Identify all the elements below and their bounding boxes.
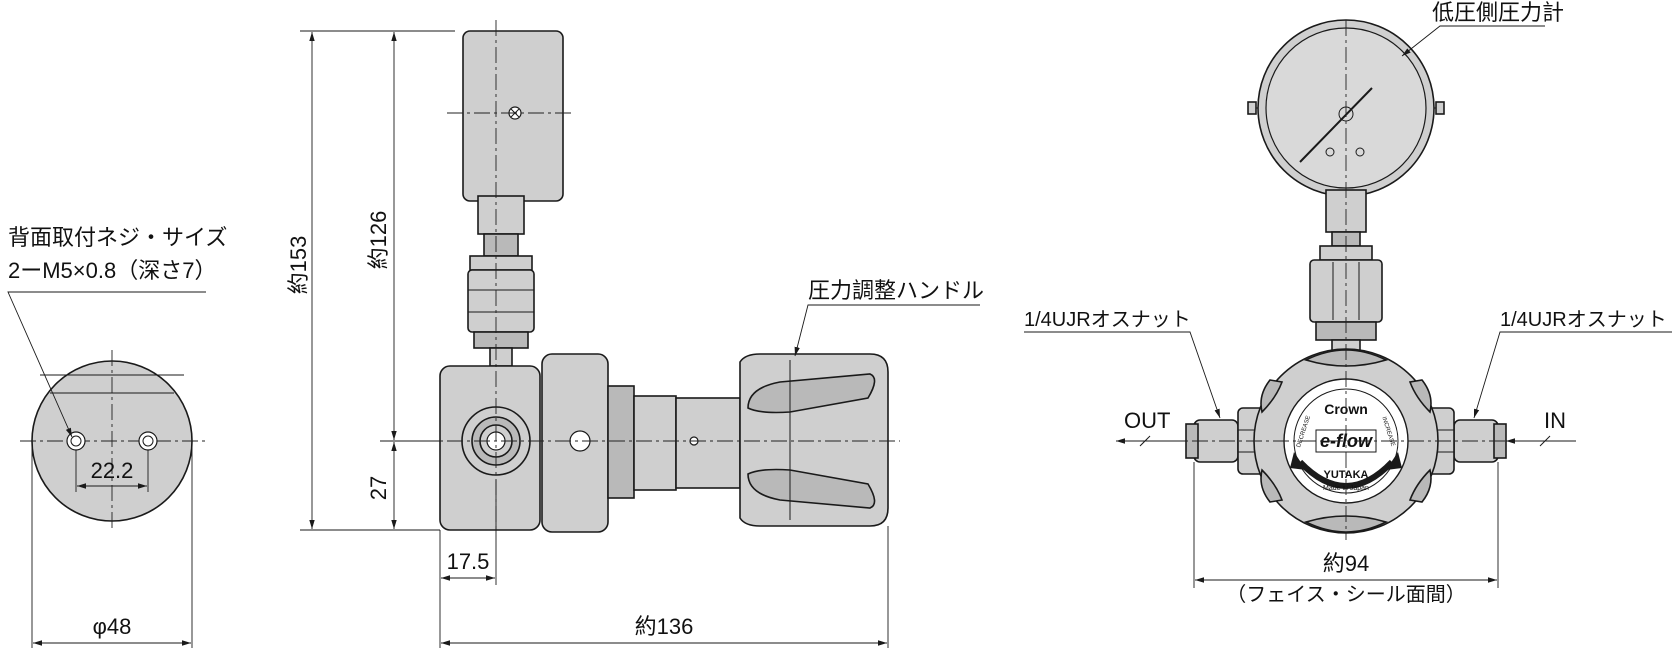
out-label: OUT	[1124, 408, 1170, 433]
front-gauge-lug-right	[1435, 101, 1445, 115]
dim-22-label: 22.2	[91, 458, 134, 483]
side-gauge-stem	[483, 233, 519, 257]
handle-leader	[794, 304, 980, 357]
front-bonnet-notch-bottom	[1303, 515, 1389, 533]
side-gauge-neck	[477, 195, 525, 235]
side-gauge-base	[473, 331, 529, 349]
nut-right-label: 1/4UJRオスナット	[1500, 309, 1667, 331]
dim-27-label: 27	[366, 476, 391, 500]
nut-right-leader	[1473, 331, 1672, 419]
dim-phi48-label: φ48	[93, 614, 132, 639]
front-gauge-lug-left	[1247, 101, 1257, 115]
front-gauge-dot-right	[1355, 147, 1365, 157]
front-bonnet-notch-ul	[1260, 379, 1284, 414]
rear-screw-hole-left	[66, 431, 86, 451]
side-bonnet-thread	[633, 395, 677, 491]
face-seal-label: （フェイス・シール面間）	[1226, 583, 1465, 606]
side-bonnet-ring	[607, 385, 635, 499]
in-label: IN	[1544, 408, 1566, 433]
out-break	[1139, 435, 1151, 447]
rear-mount-label: 背面取付ネジ・サイズ	[8, 225, 227, 250]
rear-screw-hole-left-inner	[70, 435, 82, 447]
front-gauge-dot-left	[1325, 147, 1335, 157]
front-bonnet-notch-ll	[1260, 468, 1284, 503]
side-shaft	[675, 397, 741, 489]
dim-126-label: 約126	[366, 211, 391, 270]
side-view: 約153 約126 27 17.5 約136 圧力調整ハンドル	[286, 20, 984, 648]
front-view: Crown e-flow YUTAKA Made in Japan DECREA…	[1024, 0, 1672, 606]
nut-left-leader	[1024, 331, 1221, 419]
nut-left-label: 1/4UJRオスナット	[1024, 309, 1191, 331]
dim-17-label: 17.5	[447, 549, 490, 574]
front-gauge-needle	[1299, 87, 1373, 163]
front-bonnet-notch-ur	[1408, 379, 1432, 414]
rear-mount-leader	[7, 291, 206, 438]
rear-view: 背面取付ネジ・サイズ 2ーM5×0.8（深さ7） 22.2 φ48	[7, 225, 227, 648]
dial-logo: e-flow	[1320, 431, 1373, 451]
rear-mount-spec: 2ーM5×0.8（深さ7）	[8, 258, 216, 283]
front-bonnet-notch-lr	[1408, 468, 1432, 503]
dim-153-label: 約153	[286, 236, 311, 295]
dim-94-label: 約94	[1323, 551, 1369, 576]
side-gauge-port	[489, 347, 513, 367]
dim-136-label: 約136	[635, 614, 694, 639]
side-handle-grip-bottom	[747, 468, 876, 509]
side-gauge-collar	[469, 255, 533, 271]
side-handle-grip-top	[747, 373, 876, 414]
side-gauge-hexnut	[467, 269, 535, 333]
in-break	[1539, 435, 1551, 447]
handle-label: 圧力調整ハンドル	[808, 278, 984, 303]
rear-screw-hole-right	[138, 431, 158, 451]
front-dial-arrow-left	[1290, 452, 1306, 470]
rear-screw-hole-right-inner	[142, 435, 154, 447]
gauge-leader	[1401, 25, 1545, 57]
gauge-label: 低圧側圧力計	[1432, 0, 1564, 25]
front-dial-arrow-right	[1386, 452, 1402, 470]
